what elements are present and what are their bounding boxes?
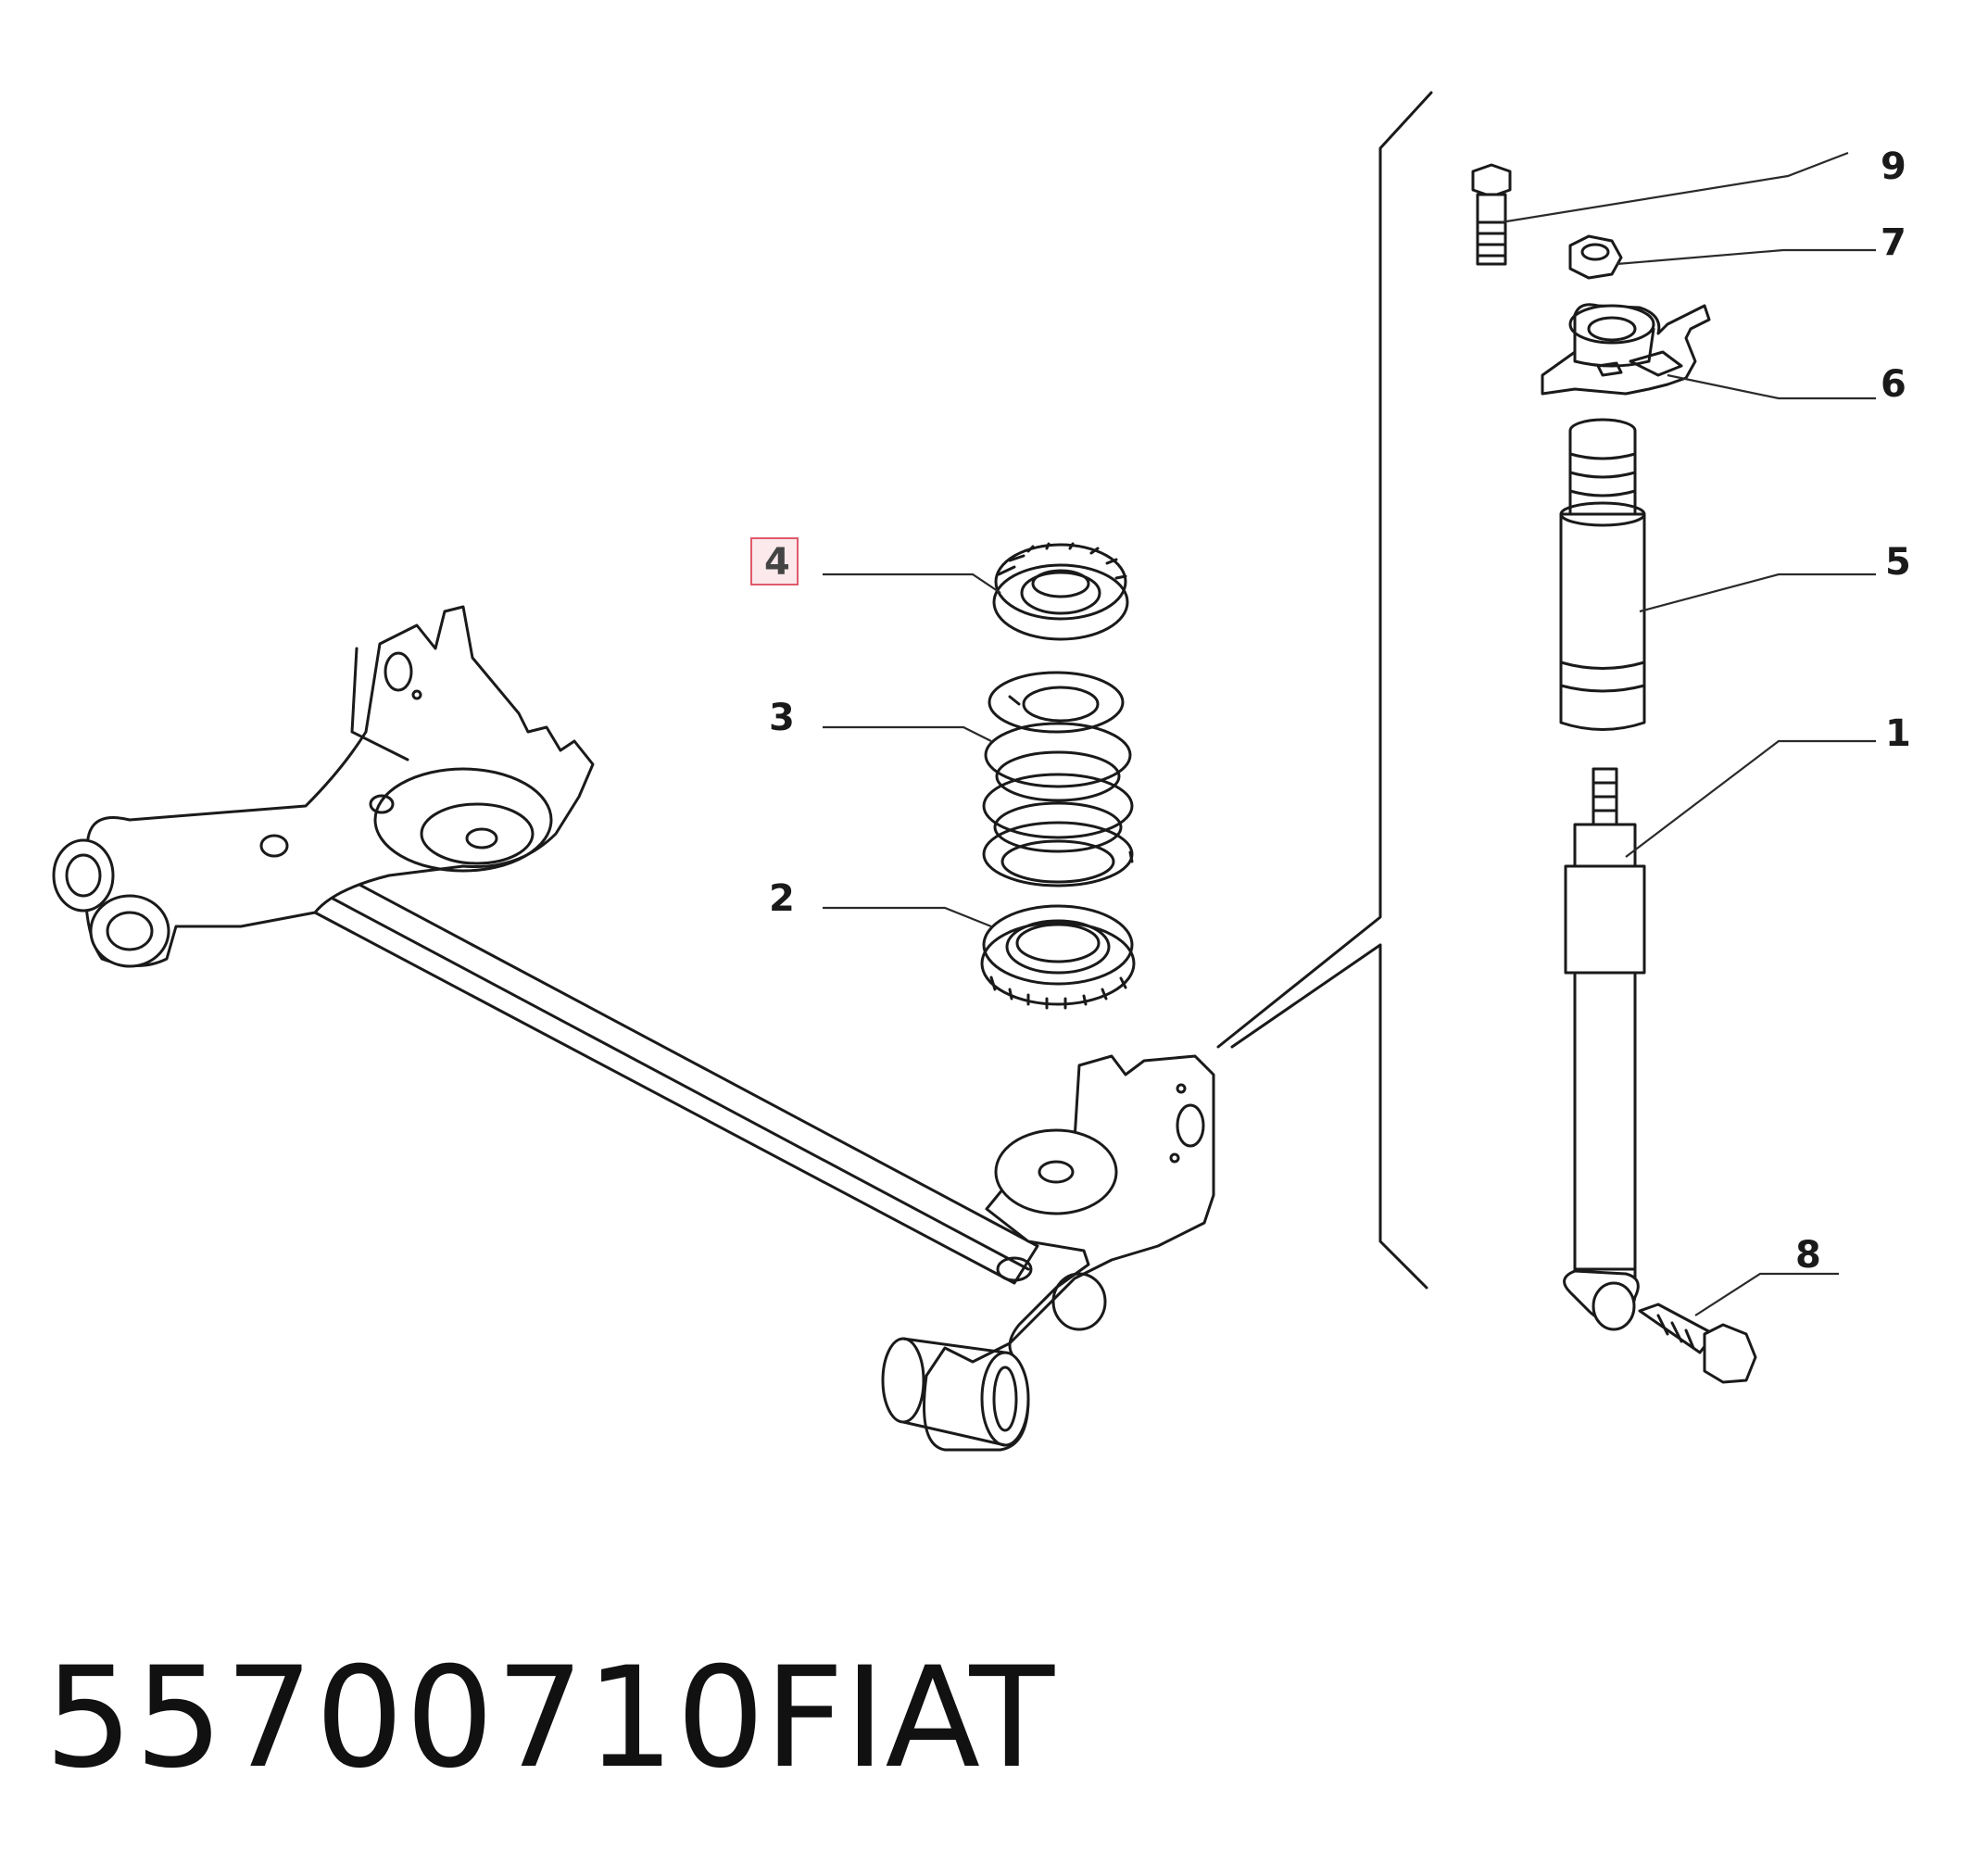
rear-axle-beam [52, 605, 1215, 1452]
callout-8[interactable]: 8 [1795, 1234, 1821, 1277]
lower-spring-seat [980, 904, 1136, 1010]
dust-boot [1559, 418, 1646, 731]
part-number: 55700710 [44, 1638, 767, 1799]
callout-3[interactable]: 3 [769, 697, 795, 739]
top-mount [1541, 303, 1711, 396]
top-bolt [1471, 163, 1512, 266]
callout-7[interactable]: 7 [1881, 221, 1906, 264]
callout-5[interactable]: 5 [1885, 541, 1911, 584]
upper-spring-seat [992, 542, 1129, 641]
callout-4[interactable]: 4 [764, 541, 790, 584]
callout-6[interactable]: 6 [1881, 363, 1906, 406]
coil-spring [982, 671, 1134, 887]
brand-name: FIAT [764, 1638, 1055, 1799]
callout-2[interactable]: 2 [769, 877, 795, 920]
callout-1[interactable]: 1 [1885, 712, 1911, 755]
lower-bolt [1638, 1303, 1757, 1384]
shock-absorber [1563, 767, 1646, 1331]
top-nut [1568, 234, 1623, 280]
callout-9[interactable]: 9 [1881, 145, 1906, 188]
callout-4-highlight [750, 537, 799, 585]
group-bracket [1216, 91, 1433, 1290]
leader-lines [823, 151, 1876, 1316]
